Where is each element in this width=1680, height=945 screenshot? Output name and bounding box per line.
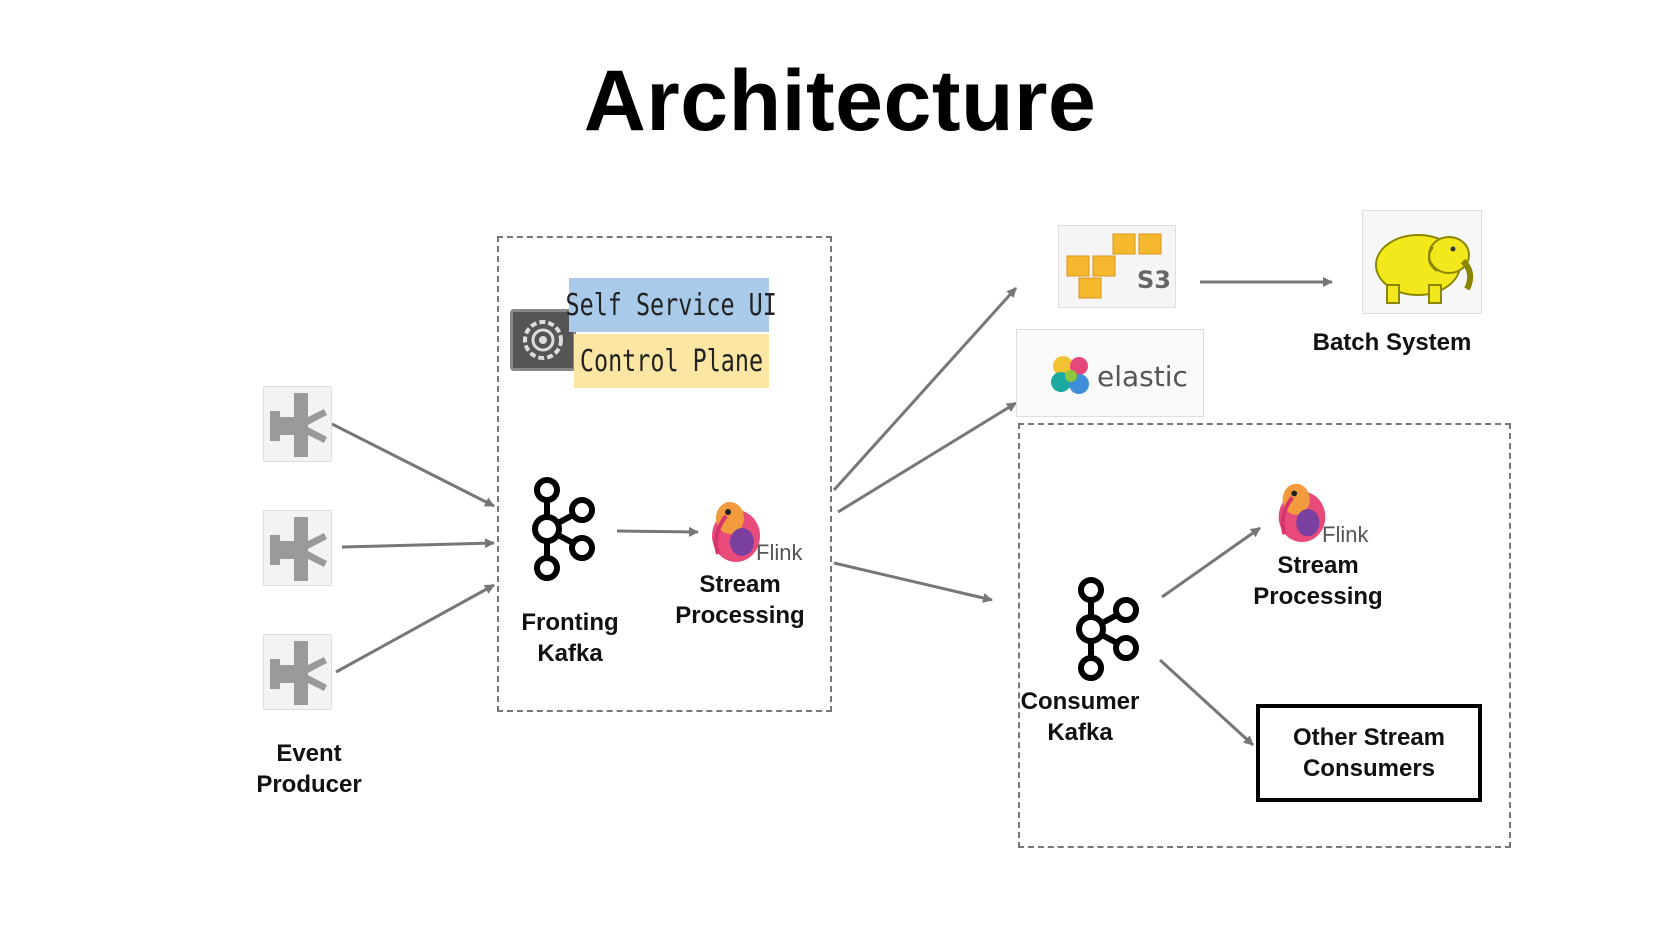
fronting-group-box: [497, 236, 832, 712]
event-producer-node-2: [263, 510, 332, 586]
control-plane-label: Control Plane: [579, 343, 764, 379]
elastic-node: elastic: [1016, 329, 1204, 417]
arrow-consumer-to-flink: [1161, 526, 1261, 599]
control-plane-bar: Control Plane: [574, 334, 769, 388]
producer-icon: [270, 641, 327, 705]
arrow-producer2-to-kafka: [341, 538, 495, 549]
producer-icon: [270, 517, 327, 581]
self-service-ui-label: Self Service UI: [565, 287, 777, 323]
hadoop-elephant-icon: [1375, 234, 1474, 304]
consumer-group-box: [1018, 423, 1511, 848]
arrow-to-consumer-kafka: [833, 561, 993, 603]
elastic-logo-text: elastic: [1097, 360, 1188, 393]
flink-logo-text: Flink: [756, 540, 803, 565]
other-consumers-label-line2: Consumers: [1302, 755, 1436, 782]
elastic-icon: [1051, 356, 1089, 394]
hadoop-node: [1362, 210, 1482, 314]
arrow-to-elastic: [837, 401, 1017, 514]
other-consumers-label-line1: Other Stream: [1292, 724, 1446, 751]
producer-icon: [270, 393, 327, 457]
consumer-stream-processing-label: Stream Processing: [1253, 552, 1383, 610]
page-title: Architecture: [583, 53, 1097, 149]
event-producer-node-1: [263, 386, 332, 462]
arrow-consumer-to-other: [1158, 658, 1255, 747]
event-producer-node-3: [263, 634, 332, 710]
kafka-icon: [1076, 577, 1139, 681]
flink-squirrel-icon: [1278, 483, 1326, 543]
aws-s3-icon: [1066, 233, 1162, 299]
flink-squirrel-icon: [712, 502, 760, 562]
arrow-producer3-to-kafka: [335, 583, 495, 674]
flink-logo-text: Flink: [1322, 522, 1369, 547]
s3-node: S3: [1058, 225, 1176, 308]
fronting-kafka-label: Fronting Kafka: [521, 609, 619, 667]
self-service-ui-bar: Self Service UI: [565, 278, 777, 332]
arrow-kafka-to-flink: [616, 526, 699, 537]
event-producer-label: Event Producer: [256, 740, 362, 798]
arrow-producer1-to-kafka: [331, 422, 495, 508]
arrow-to-s3: [832, 286, 1018, 492]
kafka-icon: [532, 477, 595, 581]
fronting-stream-processing-label: Stream Processing: [675, 571, 805, 629]
consumer-kafka-label: Consumer Kafka: [1020, 688, 1140, 746]
s3-logo-text: S3: [1137, 266, 1171, 294]
batch-system-label: Batch System: [1312, 329, 1472, 356]
gear-icon: [523, 320, 563, 360]
other-stream-consumers-box: Other Stream Consumers: [1256, 704, 1482, 802]
